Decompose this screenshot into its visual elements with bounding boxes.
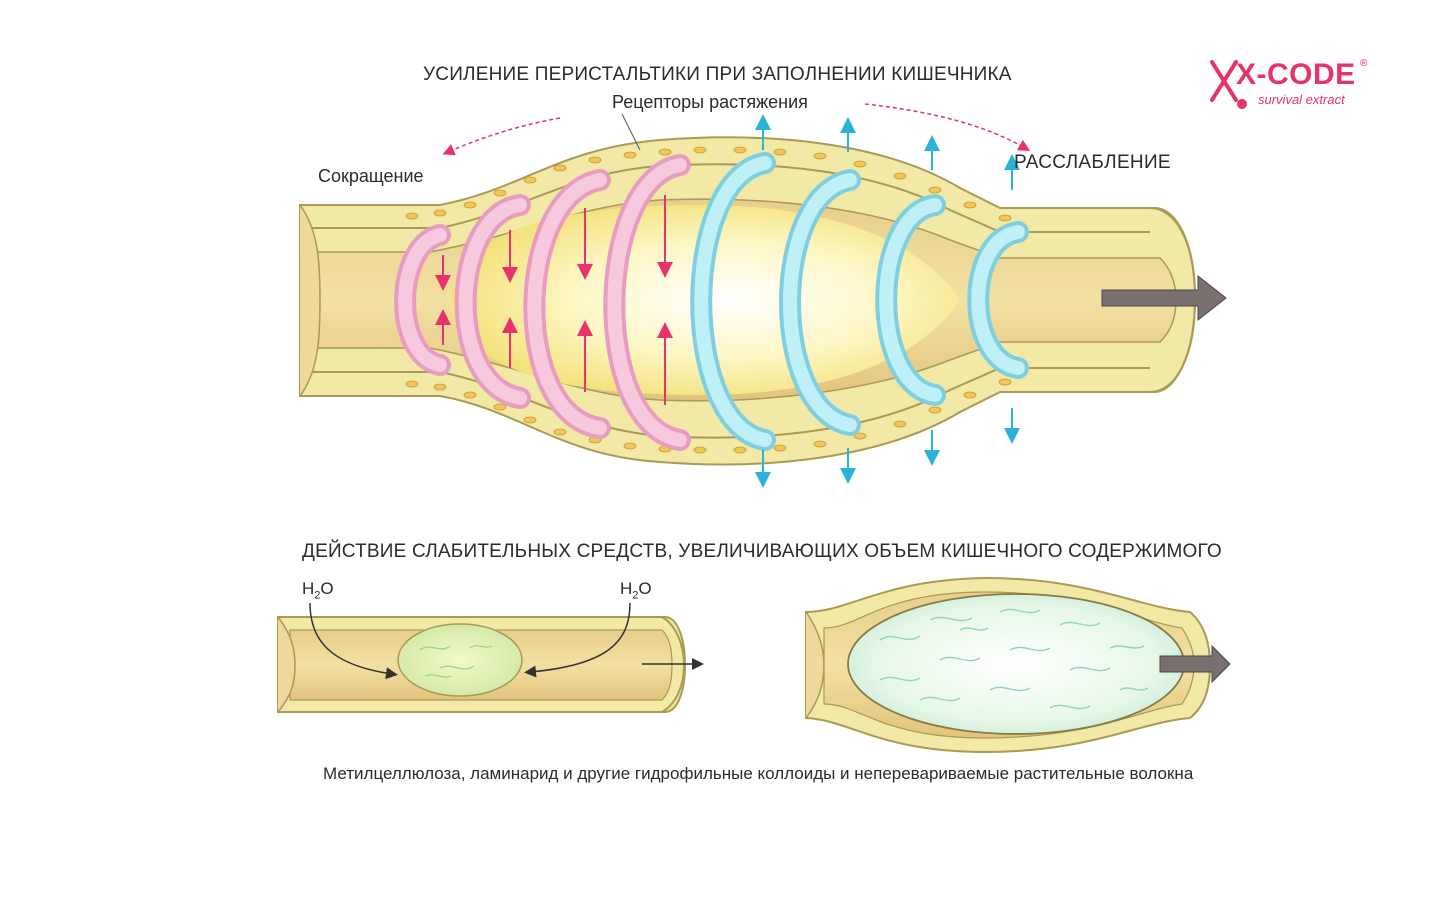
relaxation-ring-2-inner	[783, 173, 857, 432]
contraction-ring-3-inner	[527, 173, 607, 435]
water-label-left: H2O	[302, 579, 334, 602]
peristalsis-title: УСИЛЕНИЕ ПЕРИСТАЛЬТИКИ ПРИ ЗАПОЛНЕНИИ КИ…	[423, 64, 1012, 85]
water-label-right: H2O	[620, 579, 652, 602]
large-bolus-diagram	[805, 576, 1231, 754]
relaxation-rings	[690, 152, 1029, 451]
small-bolus-texture	[419, 645, 493, 678]
logo-subtitle: survival extract	[1258, 92, 1345, 107]
brand-logo: X-CODE ® survival extract	[1206, 56, 1376, 112]
small-fiber-bolus	[397, 623, 523, 697]
movement-arrow-large	[1159, 644, 1231, 684]
movement-arrow-top	[1101, 274, 1227, 322]
tube-left-open-end	[661, 616, 686, 713]
logo-text: X-CODE	[1236, 58, 1356, 91]
contraction-direction-arrow	[442, 117, 561, 156]
contraction-arrows	[435, 195, 673, 405]
contraction-ring-4-inner	[607, 158, 687, 447]
relaxation-ring-1-inner	[694, 156, 772, 447]
stretch-receptor-dots	[405, 146, 1012, 454]
water-arrow-right	[524, 602, 631, 678]
relaxation-direction-arrow	[864, 103, 1031, 151]
water-arrow-left	[309, 602, 398, 680]
caption-text: Метилцеллюлоза, ламинарид и другие гидро…	[323, 764, 1194, 783]
relaxation-label: РАССЛАБЛЕНИЕ	[1014, 152, 1171, 173]
small-bolus-diagram	[277, 602, 704, 713]
relaxation-arrows	[755, 114, 1020, 488]
contraction-label: Сокращение	[318, 166, 424, 186]
laxative-title: ДЕЙСТВИЕ СЛАБИТЕЛЬНЫХ СРЕДСТВ, УВЕЛИЧИВА…	[302, 541, 1222, 562]
contraction-ring-2-inner	[458, 198, 527, 405]
receptor-pointer-line	[621, 113, 641, 151]
relaxation-ring-3-inner	[879, 198, 942, 402]
logo-registered: ®	[1360, 58, 1368, 69]
stretch-receptors-label: Рецепторы растяжения	[612, 92, 808, 112]
contraction-rings	[394, 154, 691, 451]
logo-mark	[1210, 60, 1247, 109]
relaxation-ring-4-inner	[971, 225, 1025, 375]
contraction-ring-1-inner	[398, 228, 447, 372]
large-fiber-bolus	[847, 593, 1185, 735]
large-bolus-texture	[879, 608, 1149, 710]
tube-left-cut	[277, 616, 296, 713]
peristalsis-diagram	[299, 103, 1227, 488]
intestine-left-cut	[299, 204, 321, 397]
